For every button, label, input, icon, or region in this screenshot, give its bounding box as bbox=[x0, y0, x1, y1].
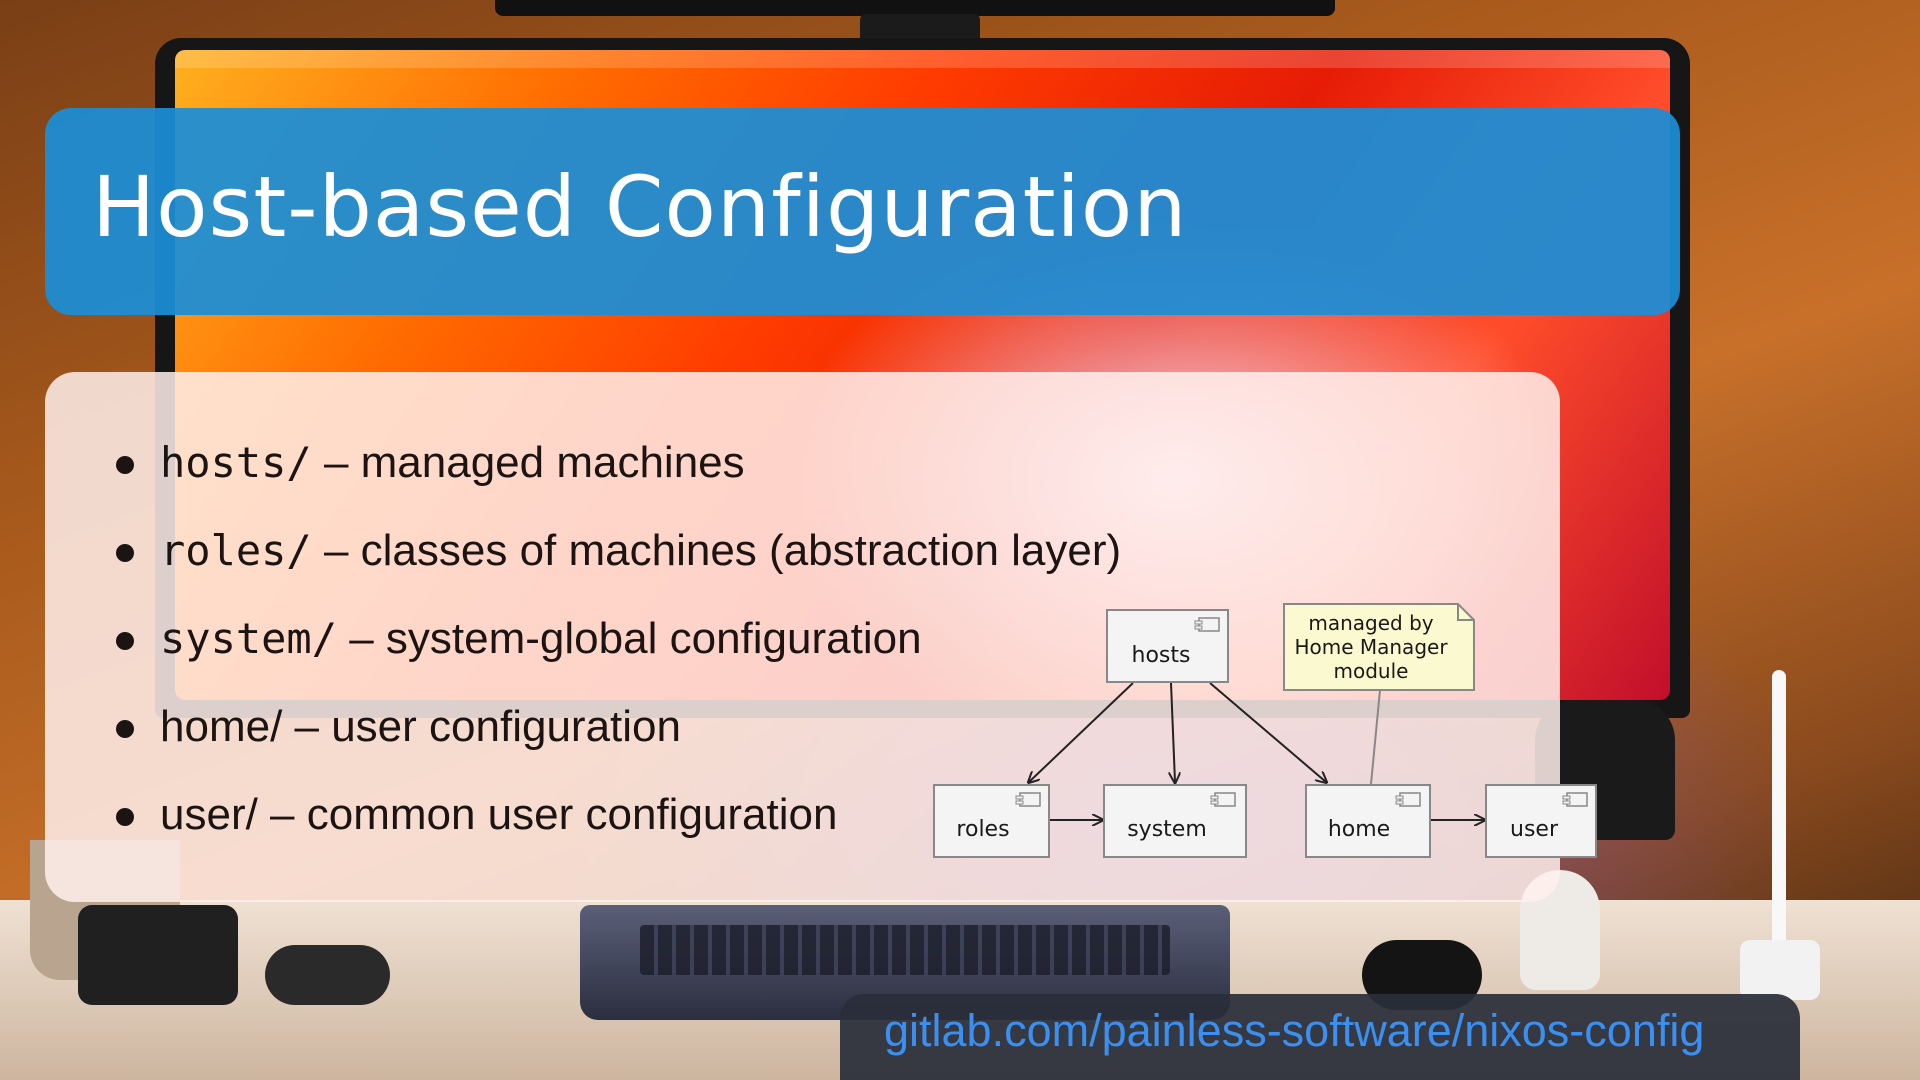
slide-title: Host-based Configuration bbox=[92, 158, 1188, 256]
bullet-roles: roles/ – classes of machines (abstractio… bbox=[115, 516, 1122, 604]
action-camera bbox=[78, 905, 238, 1005]
node-label-home: home bbox=[1328, 817, 1390, 842]
node-home: home bbox=[1305, 784, 1431, 858]
bullet-hosts: hosts/ – managed machines bbox=[115, 428, 1121, 516]
node-roles: roles bbox=[933, 784, 1050, 858]
bullet-list: hosts/ – managed machines roles/ – class… bbox=[115, 428, 1122, 868]
title-banner bbox=[45, 108, 1680, 315]
stylus-stand bbox=[1740, 940, 1820, 1000]
note-line-2: Home Manager bbox=[1294, 635, 1448, 659]
node-label-hosts: hosts bbox=[1132, 643, 1191, 668]
note-shape bbox=[1283, 603, 1475, 691]
bullet-code: hosts/ bbox=[160, 438, 312, 487]
node-label-roles: roles bbox=[956, 817, 1009, 842]
note-home-manager: managed by Home Manager module bbox=[1283, 603, 1475, 691]
node-label-user: user bbox=[1510, 817, 1559, 842]
component-icon bbox=[1210, 792, 1236, 807]
note-line-3: module bbox=[1334, 659, 1409, 683]
laptop-keyboard bbox=[640, 925, 1170, 975]
desk-lamp bbox=[495, 0, 1335, 16]
bullet-user: user/ – common user configuration bbox=[115, 780, 1121, 868]
component-icon bbox=[1395, 792, 1421, 807]
node-system: system bbox=[1103, 784, 1247, 858]
bullet-code: roles/ bbox=[160, 526, 312, 575]
bullet-text: – managed machines bbox=[311, 438, 745, 487]
bullet-text: – classes of machines (abstraction layer… bbox=[311, 526, 1122, 575]
component-icon bbox=[1015, 792, 1041, 807]
bullet-home: home/ – user configuration bbox=[115, 692, 1121, 780]
note-connector bbox=[1370, 689, 1381, 785]
node-hosts: hosts bbox=[1106, 609, 1229, 683]
note-fold bbox=[1457, 604, 1474, 621]
edge-hosts-system bbox=[1171, 682, 1175, 782]
bullet-text: user/ – common user configuration bbox=[160, 790, 838, 839]
edge-hosts-home bbox=[1209, 682, 1326, 782]
bullet-code: system/ bbox=[160, 614, 338, 663]
component-icon bbox=[1562, 792, 1588, 807]
edge-hosts-roles bbox=[1029, 682, 1134, 782]
component-icon bbox=[1194, 617, 1220, 632]
earbuds-case bbox=[265, 945, 390, 1005]
node-user: user bbox=[1485, 784, 1597, 858]
note-line-1: managed by bbox=[1308, 611, 1433, 635]
bullet-text: home/ – user configuration bbox=[160, 702, 681, 751]
bullet-text: – system-global configuration bbox=[337, 614, 922, 663]
link-badge bbox=[840, 994, 1800, 1080]
stylus bbox=[1772, 670, 1786, 950]
repo-link[interactable]: gitlab.com/painless-software/nixos-confi… bbox=[884, 1005, 1705, 1056]
menu-bar bbox=[175, 50, 1670, 68]
node-label-system: system bbox=[1127, 817, 1207, 842]
bullet-system: system/ – system-global configuration bbox=[115, 604, 1121, 692]
